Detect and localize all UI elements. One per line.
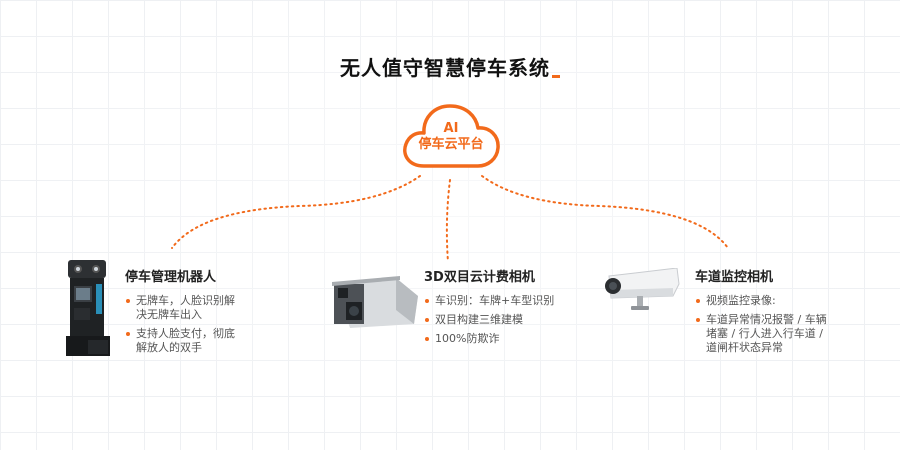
device-title-lane-camera: 车道监控相机: [695, 270, 774, 285]
device-features-lane-camera: 视频监控录像: 车道异常情况报警 / 车辆堵塞 / 行人进入行车道 / 道闸杆状…: [695, 294, 830, 360]
device-features-robot: 无牌车，人脸识别解决无牌车出入 支持人脸支付，彻底解放人的双手: [125, 294, 243, 360]
connector-right: [481, 175, 729, 249]
connector-center: [445, 179, 451, 263]
parking-robot-icon: [66, 260, 110, 356]
device-title-robot: 停车管理机器人: [125, 270, 217, 285]
bullet-camera-icon: [605, 268, 680, 310]
page-title-text: 无人值守智慧停车系统: [340, 56, 550, 80]
feature-item: 支持人脸支付，彻底解放人的双手: [125, 327, 243, 355]
device-title-binocular: 3D双目云计费相机: [424, 270, 535, 285]
cloud-label-ai: AI: [443, 121, 459, 136]
title-accent-mark: [552, 75, 560, 78]
binocular-camera-icon: [332, 276, 418, 328]
feature-item: 车道异常情况报警 / 车辆堵塞 / 行人进入行车道 / 道闸杆状态异常: [695, 313, 830, 355]
feature-item: 无牌车，人脸识别解决无牌车出入: [125, 294, 243, 322]
cloud-label-platform: 停车云平台: [418, 137, 484, 152]
feature-item: 100%防欺诈: [424, 332, 564, 346]
device-features-binocular: 车识别：车牌+车型识别 双目构建三维建模 100%防欺诈: [424, 294, 564, 351]
feature-item: 车识别：车牌+车型识别: [424, 294, 564, 308]
page-title: 无人值守智慧停车系统: [0, 52, 900, 81]
cloud-platform-label: AI 停车云平台: [396, 121, 506, 153]
connector-left: [171, 175, 421, 249]
cloud-icon: [403, 104, 500, 168]
feature-item: 双目构建三维建模: [424, 313, 564, 327]
feature-item: 视频监控录像:: [695, 294, 830, 308]
